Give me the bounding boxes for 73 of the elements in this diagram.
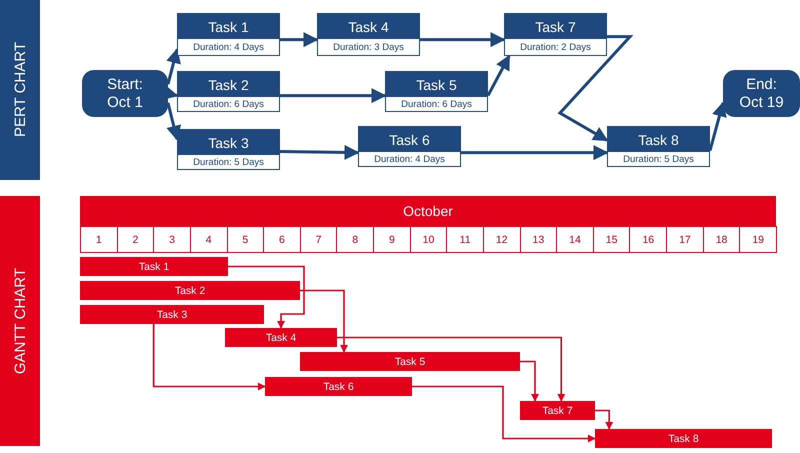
task-bar: Task 6	[265, 377, 412, 396]
day-cell: 19	[739, 226, 777, 253]
task-bar: Task 7	[520, 401, 595, 420]
task-bar: Task 3	[80, 305, 264, 324]
arrow	[166, 48, 181, 84]
arrow	[166, 102, 182, 141]
day-cell: 16	[629, 226, 668, 253]
day-cell: 10	[410, 226, 448, 253]
day-cell: 15	[592, 226, 630, 253]
task-title: Task 7	[505, 14, 606, 39]
arrow	[152, 324, 266, 390]
duration-label: Duration: 6 Days	[192, 98, 265, 111]
task-bar: Task 4	[225, 328, 337, 347]
day-cell: 7	[300, 226, 338, 253]
day-cell: 12	[482, 226, 521, 253]
task-box	[317, 13, 420, 56]
task-title: Task 2	[178, 72, 279, 97]
milestone-node: Start: Oct 1	[82, 70, 168, 117]
task-title: Task 8	[608, 127, 709, 152]
task-title: Task 4	[318, 14, 419, 39]
section-label-band: PERT CHART	[0, 0, 40, 180]
arrow	[280, 32, 318, 48]
task-title: Task 6	[359, 127, 460, 152]
duration-label: Duration: 2 Days	[519, 40, 592, 54]
task-title: Task 3	[178, 130, 279, 155]
arrow	[708, 101, 727, 151]
arrow	[228, 266, 305, 329]
day-cell: 9	[373, 226, 411, 253]
task-box	[385, 71, 488, 112]
arrow	[280, 144, 360, 160]
arrow	[420, 32, 506, 48]
task-title: Task 1	[178, 14, 279, 39]
task-bar: Task 1	[80, 257, 228, 276]
task-box	[177, 71, 280, 112]
day-cell: 6	[263, 226, 301, 253]
duration-label: Duration: 6 Days	[400, 98, 473, 111]
task-title: Task 5	[386, 72, 487, 97]
arrow	[461, 145, 608, 160]
day-cell: 17	[666, 226, 704, 253]
day-cell: 4	[190, 226, 228, 253]
duration-label: Duration: 5 Days	[192, 156, 265, 169]
arrow	[486, 54, 510, 96]
task-box	[358, 126, 461, 167]
day-cell: 11	[446, 226, 484, 253]
day-cell: 5	[226, 226, 264, 253]
section-label-band: GANTT CHART	[0, 196, 40, 446]
arrow	[520, 360, 539, 402]
duration-label: Duration: 3 Days	[332, 40, 405, 54]
day-cell: 3	[153, 226, 191, 253]
day-cell: 8	[336, 226, 374, 253]
day-cell: 2	[116, 226, 154, 253]
arrow	[558, 35, 634, 142]
arrow	[300, 290, 348, 353]
day-cell: 13	[520, 226, 558, 253]
task-box	[607, 126, 710, 167]
arrow	[412, 386, 596, 442]
arrow	[595, 410, 614, 430]
milestone-node: End: Oct 19	[723, 70, 800, 117]
arrow	[337, 336, 566, 402]
arrow	[280, 88, 386, 104]
task-bar: Task 8	[595, 429, 772, 448]
task-bar: Task 2	[80, 281, 300, 300]
duration-label: Duration: 4 Days	[373, 152, 446, 166]
task-box	[504, 13, 607, 56]
task-box	[177, 129, 280, 170]
day-cell: 14	[556, 226, 594, 253]
duration-label: Duration: 5 Days	[622, 152, 695, 166]
day-cell: 18	[702, 226, 740, 253]
day-cell: 1	[80, 226, 118, 253]
task-bar: Task 5	[300, 352, 520, 371]
month-header: October	[80, 196, 776, 226]
task-box	[177, 13, 280, 56]
duration-label: Duration: 4 Days	[192, 40, 265, 54]
